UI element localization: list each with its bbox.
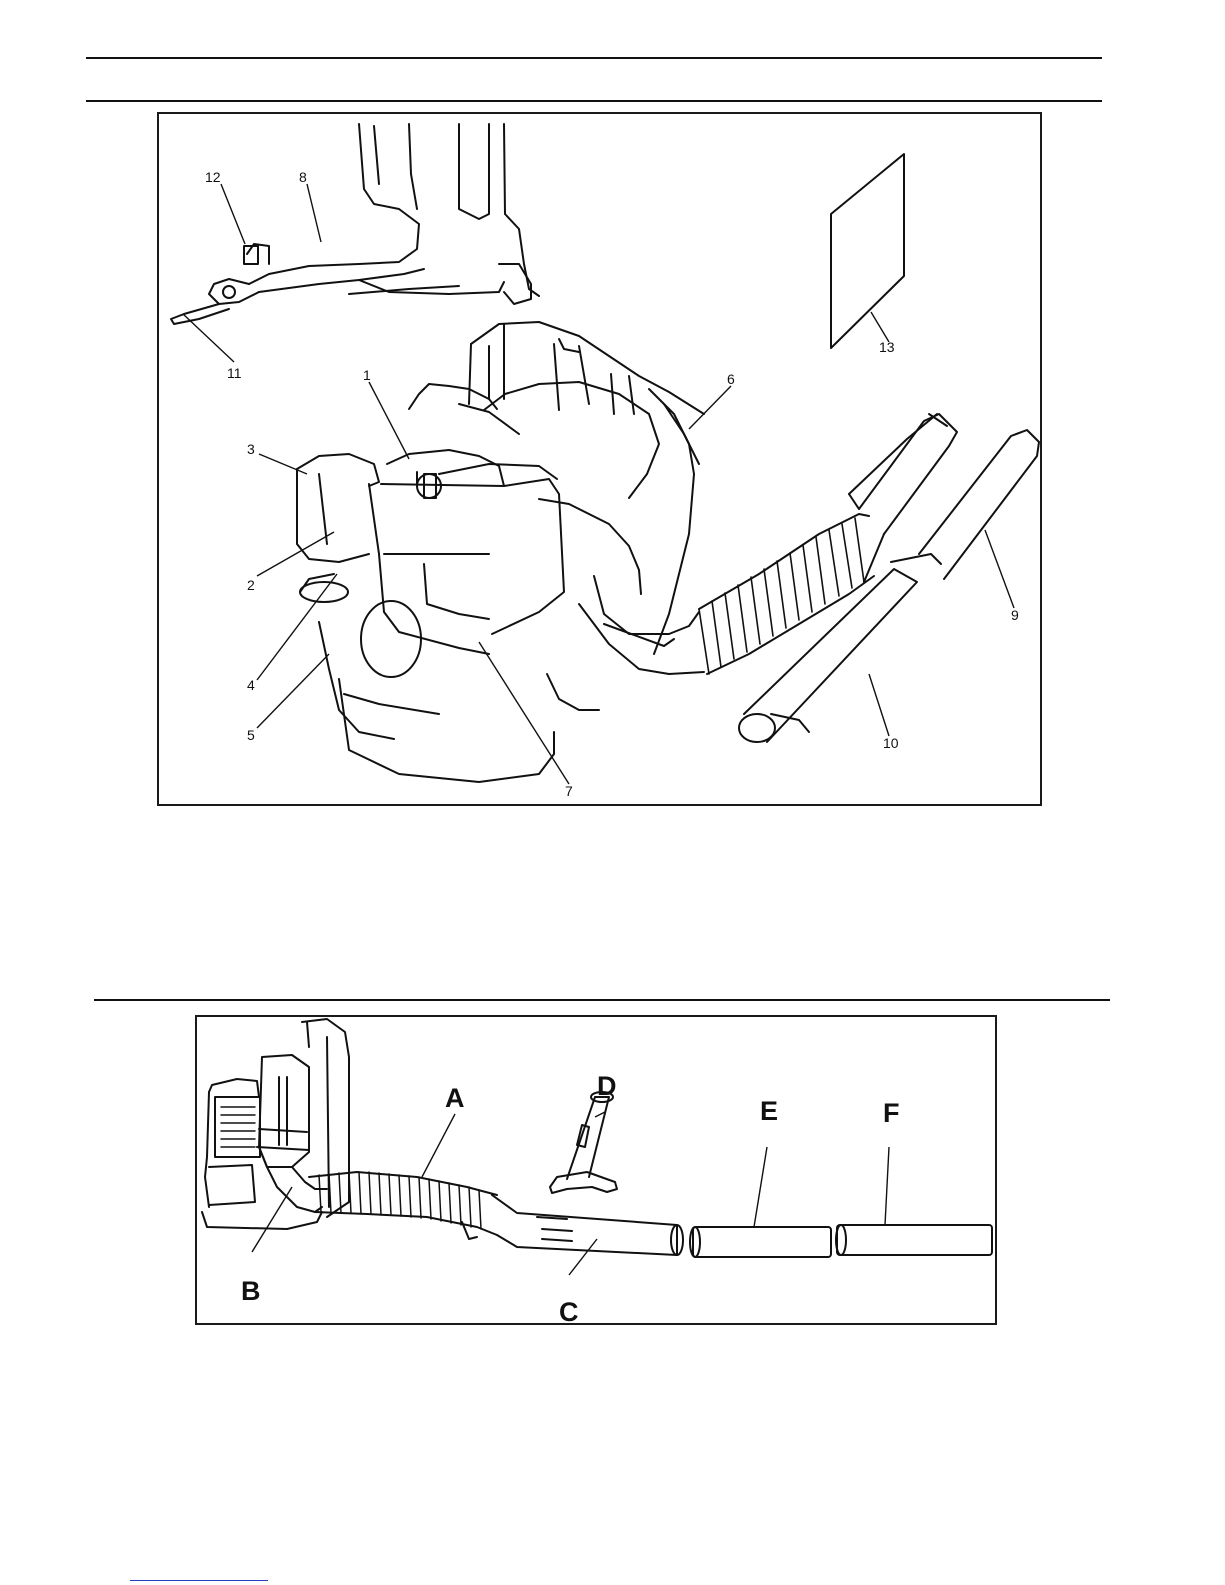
label-b: B (241, 1276, 261, 1306)
callout-9: 9 (1011, 607, 1019, 623)
label-a: A (445, 1083, 465, 1113)
callout-10: 10 (883, 735, 899, 751)
callout-3: 3 (247, 441, 255, 457)
label-d: D (597, 1071, 617, 1101)
blower-parts-illustration: 12 8 11 13 1 6 3 2 4 5 7 9 10 (159, 114, 1044, 808)
header-rule-bottom (86, 100, 1102, 102)
footer-link-underline (130, 1580, 268, 1581)
parts-identification-figure: 12 8 11 13 1 6 3 2 4 5 7 9 10 (157, 112, 1042, 806)
label-c: C (559, 1297, 579, 1327)
tube-assembly-illustration: A B C D E F (197, 1017, 999, 1327)
label-e: E (760, 1096, 778, 1126)
callout-2: 2 (247, 577, 255, 593)
callout-1: 1 (363, 367, 371, 383)
section-rule (94, 999, 1110, 1001)
header-rule-top (86, 57, 1102, 59)
callout-5: 5 (247, 727, 255, 743)
callout-12: 12 (205, 169, 221, 185)
callout-13: 13 (879, 339, 895, 355)
callout-7: 7 (565, 783, 573, 799)
label-f: F (883, 1098, 900, 1128)
callout-8: 8 (299, 169, 307, 185)
callout-11: 11 (227, 365, 242, 381)
tube-assembly-figure: A B C D E F (195, 1015, 997, 1325)
callout-4: 4 (247, 677, 255, 693)
callout-6: 6 (727, 371, 735, 387)
